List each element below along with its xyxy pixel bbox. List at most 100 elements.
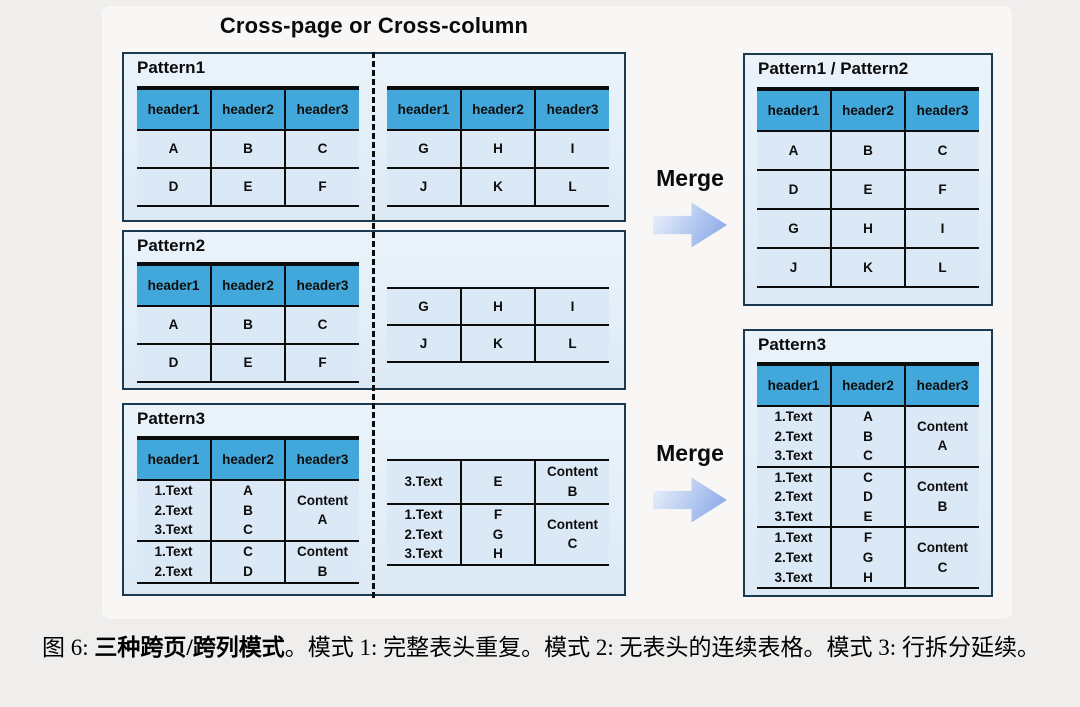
table-header-cell: header2: [830, 363, 906, 407]
diagram-title: Cross-page or Cross-column: [219, 13, 529, 38]
pattern2-label: Pattern2: [137, 236, 206, 255]
caption-bold-text: 三种跨页/跨列模式: [94, 635, 285, 660]
table-cell: F: [904, 169, 979, 210]
table-header-cell: header1: [757, 363, 832, 407]
table-cell: C D: [210, 539, 286, 584]
table-cell: A B C: [830, 405, 906, 468]
table-cell: K: [460, 167, 536, 207]
table-cell: G: [387, 287, 462, 326]
table-cell: E: [830, 169, 906, 210]
table-cell: Content A: [284, 479, 359, 542]
table-cell: I: [534, 287, 609, 326]
caption-prefix: 图 6:: [42, 635, 95, 660]
table-cell: H: [460, 129, 536, 169]
table-cell: E: [210, 167, 286, 207]
table-cell: Content B: [904, 465, 979, 529]
table-cell: Content A: [904, 405, 979, 468]
table-cell: 1.Text 2.Text 3.Text: [757, 405, 832, 468]
table-cell: H: [460, 287, 536, 326]
table-header-cell: header2: [210, 263, 286, 307]
table-cell: Content C: [534, 503, 609, 566]
table-cell: I: [534, 129, 609, 169]
merge-group-bottom: Merge: [640, 440, 740, 524]
table-header-cell: header3: [284, 263, 359, 307]
table-cell: F G H: [460, 503, 536, 566]
merged-pattern3-label: Pattern3: [758, 335, 827, 354]
table-cell: 1.Text 2.Text: [137, 539, 212, 584]
table-cell: H: [830, 208, 906, 249]
table-cell: C D E: [830, 465, 906, 529]
pattern3-label: Pattern3: [137, 409, 206, 428]
table-cell: L: [534, 324, 609, 363]
table-cell: Content B: [534, 459, 609, 505]
table-cell: F: [284, 167, 359, 207]
table-cell: K: [460, 324, 536, 363]
table-cell: L: [904, 247, 979, 288]
table-cell: 3.Text: [387, 459, 462, 505]
table-cell: J: [757, 247, 832, 288]
table-header-cell: header1: [387, 87, 462, 131]
table-cell: B: [210, 129, 286, 169]
table-cell: 1.Text 2.Text 3.Text: [757, 526, 832, 590]
table-header-cell: header3: [284, 87, 359, 131]
table-cell: B: [210, 305, 286, 345]
table-cell: A B C: [210, 479, 286, 542]
table-header-cell: header3: [904, 363, 979, 407]
figure-caption: 图 6: 三种跨页/跨列模式。模式 1: 完整表头重复。模式 2: 无表头的连续…: [42, 630, 1042, 667]
merge-arrow-icon: [653, 202, 727, 248]
table-cell: E: [210, 343, 286, 383]
table-cell: A: [757, 130, 832, 171]
table-cell: D: [757, 169, 832, 210]
merged-pattern1-pattern2-label: Pattern1 / Pattern2: [758, 59, 909, 78]
table-header-cell: header2: [210, 437, 286, 481]
merge-arrow-icon: [653, 477, 727, 523]
table-cell: 1.Text 2.Text 3.Text: [757, 465, 832, 529]
table-cell: K: [830, 247, 906, 288]
table-header-cell: header2: [830, 88, 906, 132]
table-header-cell: header1: [137, 437, 212, 481]
table-header-cell: header1: [137, 87, 212, 131]
pattern1-label: Pattern1: [137, 58, 206, 77]
table-header-cell: header3: [534, 87, 609, 131]
merge-label: Merge: [656, 440, 724, 466]
page-break-dashed-line: [372, 52, 375, 598]
table-cell: 1.Text 2.Text 3.Text: [387, 503, 462, 566]
caption-suffix: 。模式 1: 完整表头重复。模式 2: 无表头的连续表格。模式 3: 行拆分延续…: [284, 635, 1040, 660]
table-cell: A: [137, 305, 212, 345]
table-cell: I: [904, 208, 979, 249]
table-cell: G: [757, 208, 832, 249]
table-cell: L: [534, 167, 609, 207]
table-cell: B: [830, 130, 906, 171]
